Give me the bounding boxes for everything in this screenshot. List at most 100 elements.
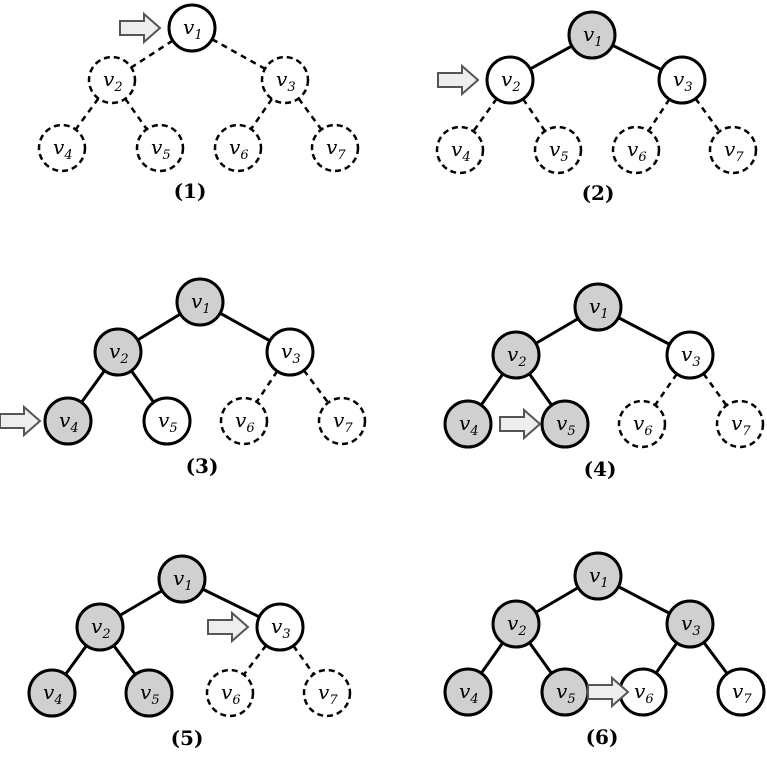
node-label-base: v bbox=[151, 135, 163, 159]
node-label: v4 bbox=[459, 679, 479, 707]
node-label-base: v bbox=[724, 137, 736, 161]
node-v3: v3 bbox=[665, 330, 715, 380]
node-label-base: v bbox=[221, 680, 233, 704]
node-label-sub: 6 bbox=[246, 421, 254, 436]
node-circle bbox=[213, 123, 263, 173]
node-label-sub: 7 bbox=[735, 150, 744, 165]
node-label-base: v bbox=[589, 294, 601, 318]
node-v3: v3 bbox=[260, 55, 310, 105]
node-label-sub: 1 bbox=[594, 35, 602, 50]
node-label-sub: 4 bbox=[63, 148, 72, 163]
edge-v3-v7 bbox=[297, 97, 323, 131]
node-v6: v6 bbox=[617, 399, 667, 449]
node-label-sub: 5 bbox=[169, 421, 177, 436]
node-circle bbox=[573, 282, 623, 332]
node-label: v4 bbox=[459, 411, 479, 439]
edge-v2-v4 bbox=[479, 373, 505, 406]
node-label-sub: 1 bbox=[600, 576, 608, 591]
node-label: v7 bbox=[731, 411, 751, 439]
node-label: v3 bbox=[281, 339, 301, 367]
edge-v3-v7 bbox=[702, 372, 728, 407]
node-label-sub: 3 bbox=[692, 355, 700, 370]
node-label: v4 bbox=[451, 137, 471, 165]
node-label-sub: 7 bbox=[329, 693, 338, 708]
node-v5: v5 bbox=[142, 396, 192, 446]
node-label-sub: 6 bbox=[240, 148, 248, 163]
node-label-sub: 1 bbox=[184, 579, 192, 594]
node-label: v3 bbox=[673, 67, 693, 95]
node-label-base: v bbox=[459, 411, 471, 435]
node-circle bbox=[124, 668, 174, 718]
node-v1: v1 bbox=[167, 3, 217, 53]
node-v2: v2 bbox=[75, 602, 125, 652]
node-label-base: v bbox=[507, 611, 519, 635]
edge-v1-v3 bbox=[611, 43, 663, 72]
node-v7: v7 bbox=[716, 667, 766, 717]
node-v2: v2 bbox=[485, 55, 535, 105]
panel-label: (4) bbox=[584, 457, 617, 481]
node-circle bbox=[157, 554, 207, 604]
node-label: v1 bbox=[589, 563, 609, 591]
node-label: v2 bbox=[501, 67, 521, 95]
pointer-arrow-icon bbox=[437, 63, 480, 97]
node-v6: v6 bbox=[219, 396, 269, 446]
node-label-sub: 7 bbox=[742, 424, 751, 439]
edge-v2-v4 bbox=[64, 644, 88, 676]
node-label-base: v bbox=[507, 342, 519, 366]
panel-label: (2) bbox=[582, 181, 615, 205]
node-v1: v1 bbox=[573, 282, 623, 332]
node-label-base: v bbox=[276, 67, 288, 91]
node-label: v7 bbox=[326, 135, 346, 163]
node-circle bbox=[87, 55, 137, 105]
node-label-sub: 3 bbox=[282, 627, 290, 642]
pointer-arrow-icon bbox=[499, 407, 542, 441]
node-v5: v5 bbox=[540, 667, 590, 717]
node-circle bbox=[716, 667, 766, 717]
node-circle bbox=[255, 602, 305, 652]
node-label-base: v bbox=[43, 680, 55, 704]
node-label: v1 bbox=[183, 15, 203, 43]
node-v1: v1 bbox=[573, 551, 623, 601]
node-label-base: v bbox=[681, 342, 693, 366]
node-v4: v4 bbox=[37, 123, 87, 173]
node-v4: v4 bbox=[43, 396, 93, 446]
node-label-sub: 4 bbox=[461, 150, 470, 165]
node-label-sub: 7 bbox=[743, 692, 752, 707]
node-v3: v3 bbox=[255, 602, 305, 652]
node-label-base: v bbox=[229, 135, 241, 159]
edge-v2-v5 bbox=[124, 98, 148, 130]
node-label-base: v bbox=[681, 611, 693, 635]
edge-v3-v7 bbox=[702, 641, 729, 675]
node-label: v5 bbox=[151, 135, 171, 163]
node-v6: v6 bbox=[611, 125, 661, 175]
node-label: v2 bbox=[109, 339, 129, 367]
node-label-base: v bbox=[633, 411, 645, 435]
pointer-arrow-icon bbox=[0, 404, 42, 438]
edge-v2-v5 bbox=[130, 369, 155, 404]
node-v7: v7 bbox=[708, 125, 758, 175]
node-v7: v7 bbox=[317, 396, 367, 446]
node-v5: v5 bbox=[124, 668, 174, 718]
node-circle bbox=[540, 399, 590, 449]
node-label-sub: 5 bbox=[151, 693, 159, 708]
node-circle bbox=[93, 327, 143, 377]
node-circle bbox=[573, 551, 623, 601]
node-circle bbox=[219, 396, 269, 446]
node-label-base: v bbox=[583, 22, 595, 46]
node-circle bbox=[491, 599, 541, 649]
node-circle bbox=[567, 10, 617, 60]
node-label-base: v bbox=[501, 67, 513, 91]
node-v2: v2 bbox=[491, 330, 541, 380]
node-label-base: v bbox=[634, 679, 646, 703]
node-label-sub: 4 bbox=[53, 693, 62, 708]
node-label-sub: 6 bbox=[638, 150, 646, 165]
edge-v3-v6 bbox=[654, 642, 679, 674]
node-label: v2 bbox=[507, 611, 527, 639]
node-label: v7 bbox=[318, 680, 338, 708]
node-circle bbox=[533, 125, 583, 175]
node-label: v5 bbox=[549, 137, 569, 165]
edge-v3-v7 bbox=[302, 369, 330, 404]
node-circle bbox=[135, 123, 185, 173]
node-label-sub: 5 bbox=[567, 424, 575, 439]
